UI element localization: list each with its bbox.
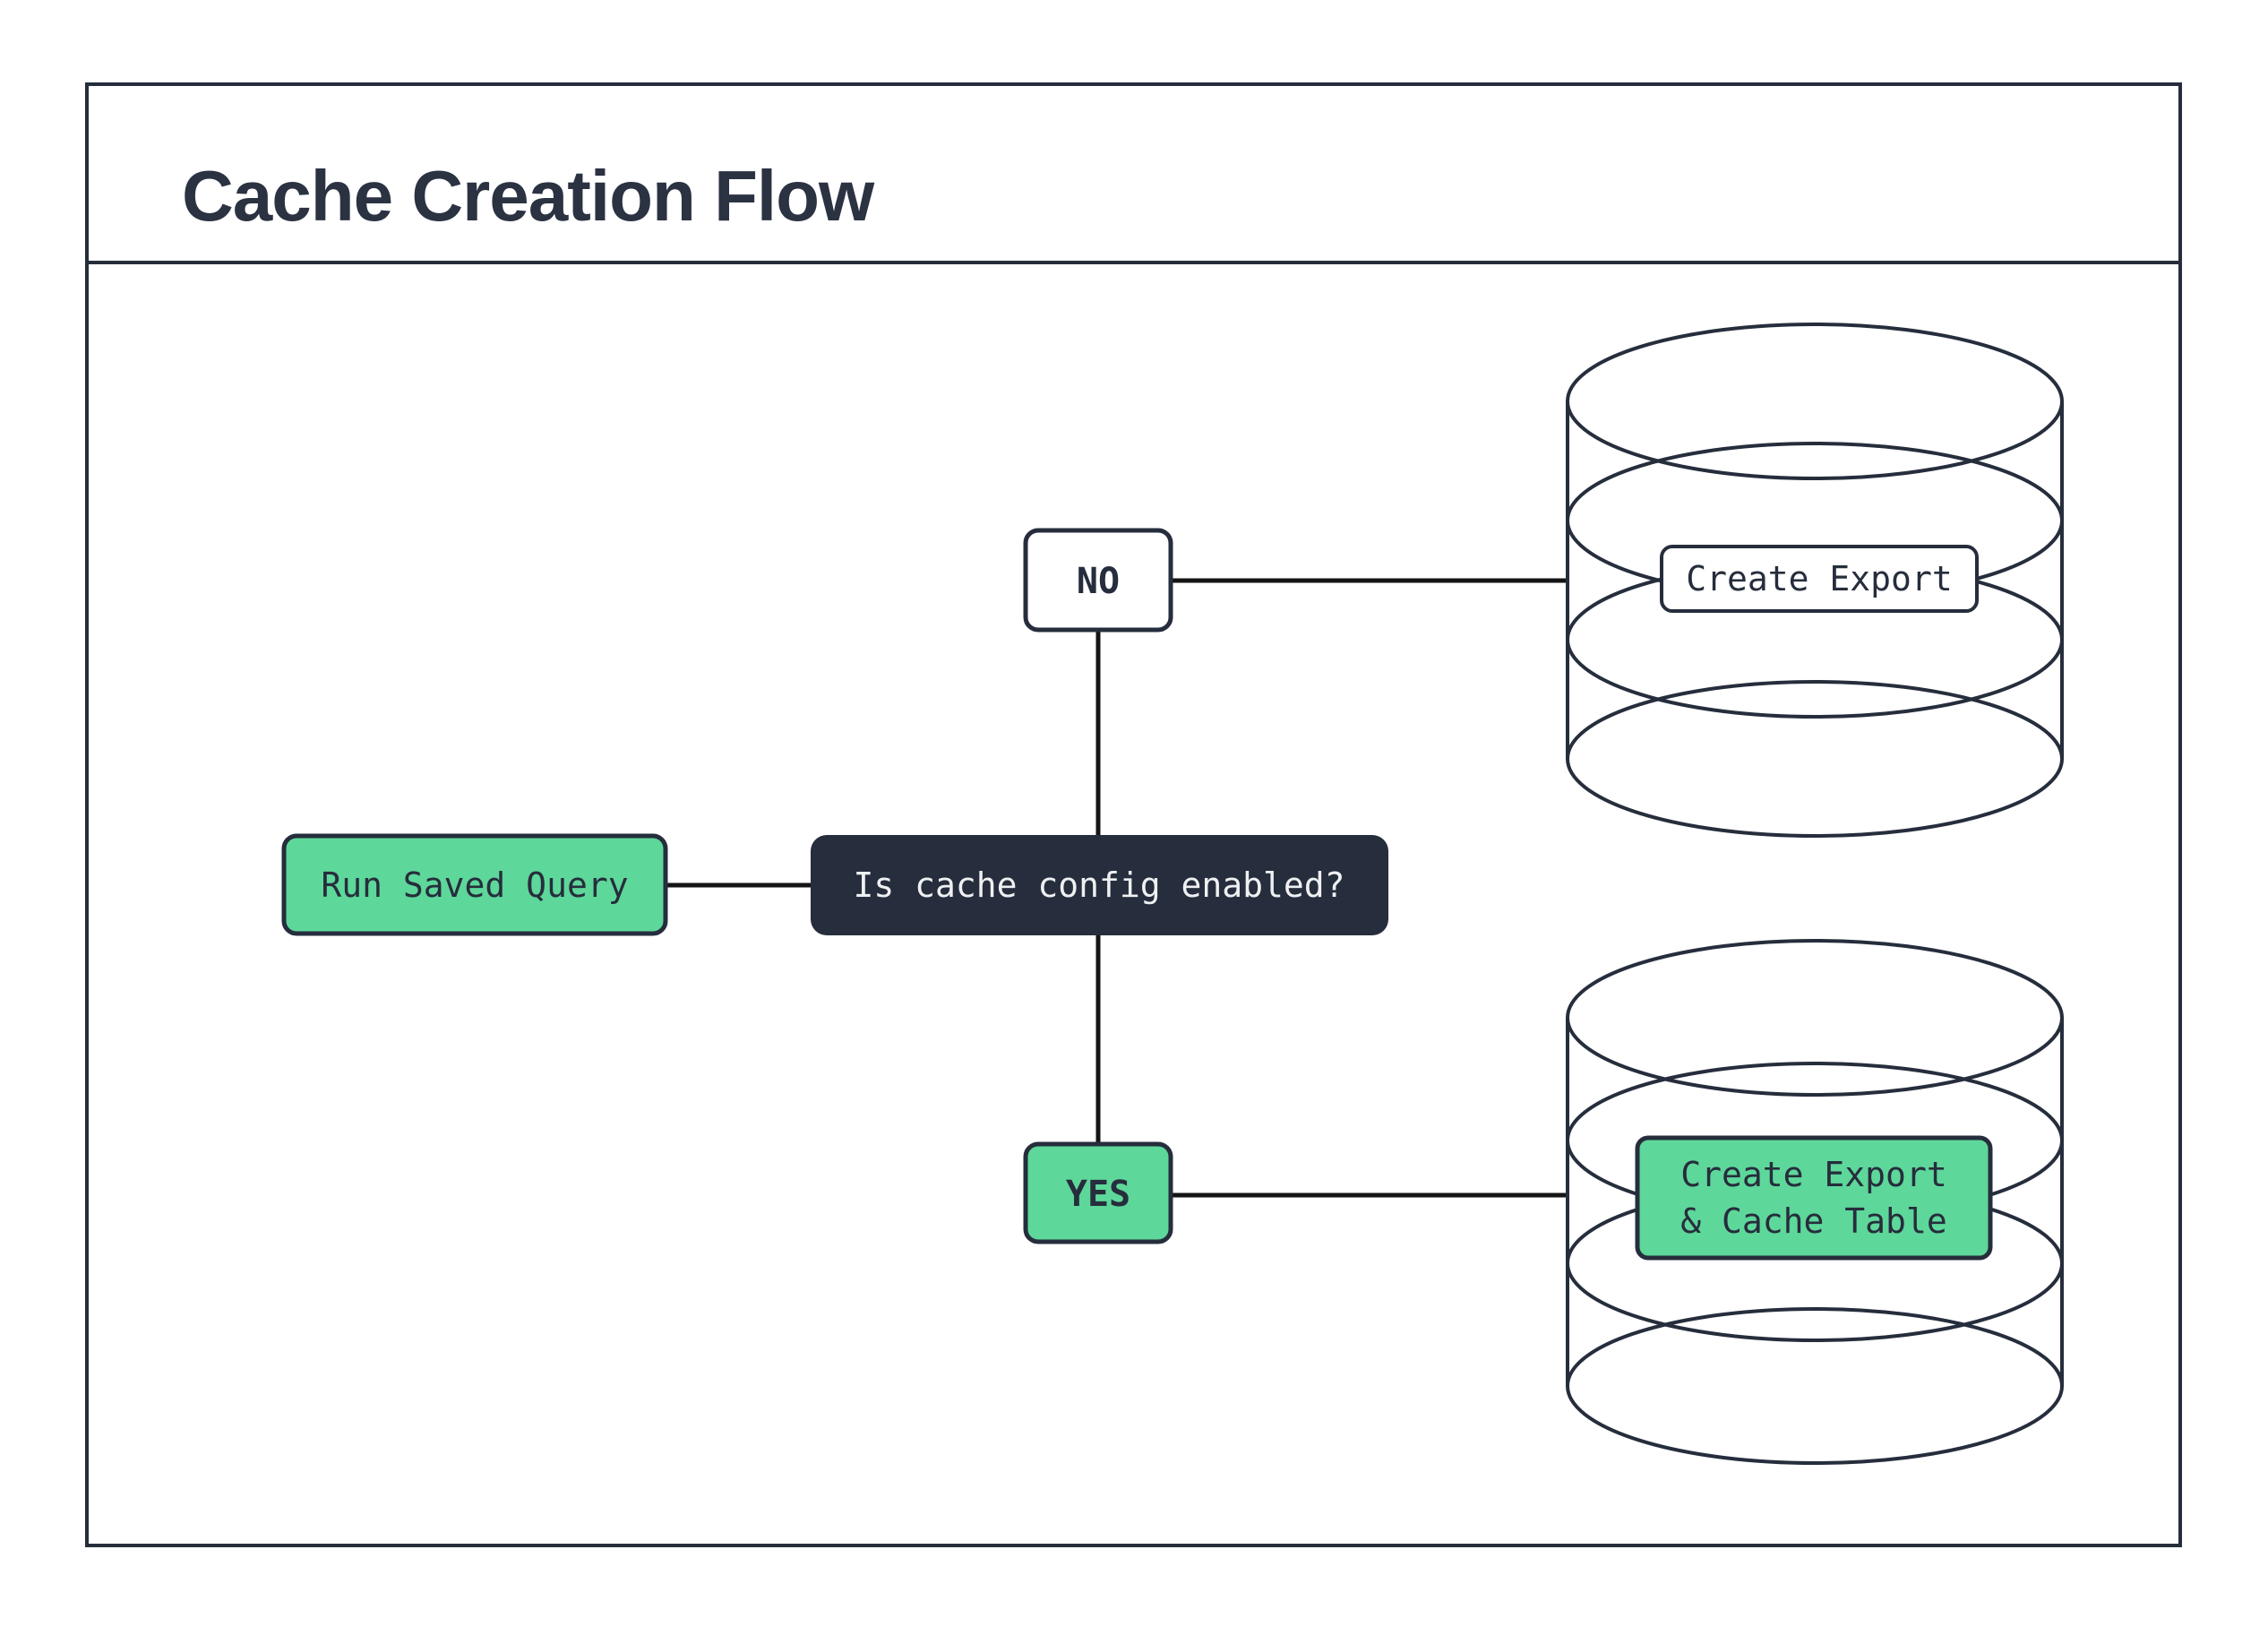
start-node-label: Run Saved Query [321, 865, 628, 905]
diagram-frame [85, 82, 2182, 1547]
database-bottom-disc-4 [1566, 1307, 2064, 1465]
database-bottom-disc-1 [1566, 939, 2064, 1097]
branch-yes-node: YES [1023, 1141, 1173, 1244]
create-export-cache-label-line1: Create Export [1680, 1155, 1946, 1194]
page-title: Cache Creation Flow [182, 156, 875, 236]
database-top-disc-4 [1566, 680, 2064, 838]
create-export-cache-label-line2: & Cache Table [1680, 1201, 1946, 1241]
branch-yes-box [1023, 1141, 1173, 1244]
start-node-box [281, 833, 668, 936]
start-node: Run Saved Query [281, 833, 668, 936]
branch-no-node: NO [1023, 528, 1173, 633]
database-cylinder-icon-bottom: Create Export & Cache Table [1566, 939, 2064, 1465]
branch-no-box [1023, 528, 1173, 633]
database-cylinder-icon-top: Create Export [1566, 323, 2064, 838]
create-export-label-box [1660, 545, 1979, 613]
branch-yes-label: YES [1066, 1174, 1130, 1215]
create-export-cache-label-box [1635, 1135, 1993, 1261]
database-top-disc-1 [1566, 323, 2064, 480]
decision-node: Is cache config enabled? [811, 835, 1388, 935]
branch-no-label: NO [1077, 561, 1120, 602]
create-export-label: Create Export [1686, 559, 1952, 598]
decision-node-box [811, 835, 1388, 935]
decision-node-label: Is cache config enabled? [853, 865, 1344, 905]
